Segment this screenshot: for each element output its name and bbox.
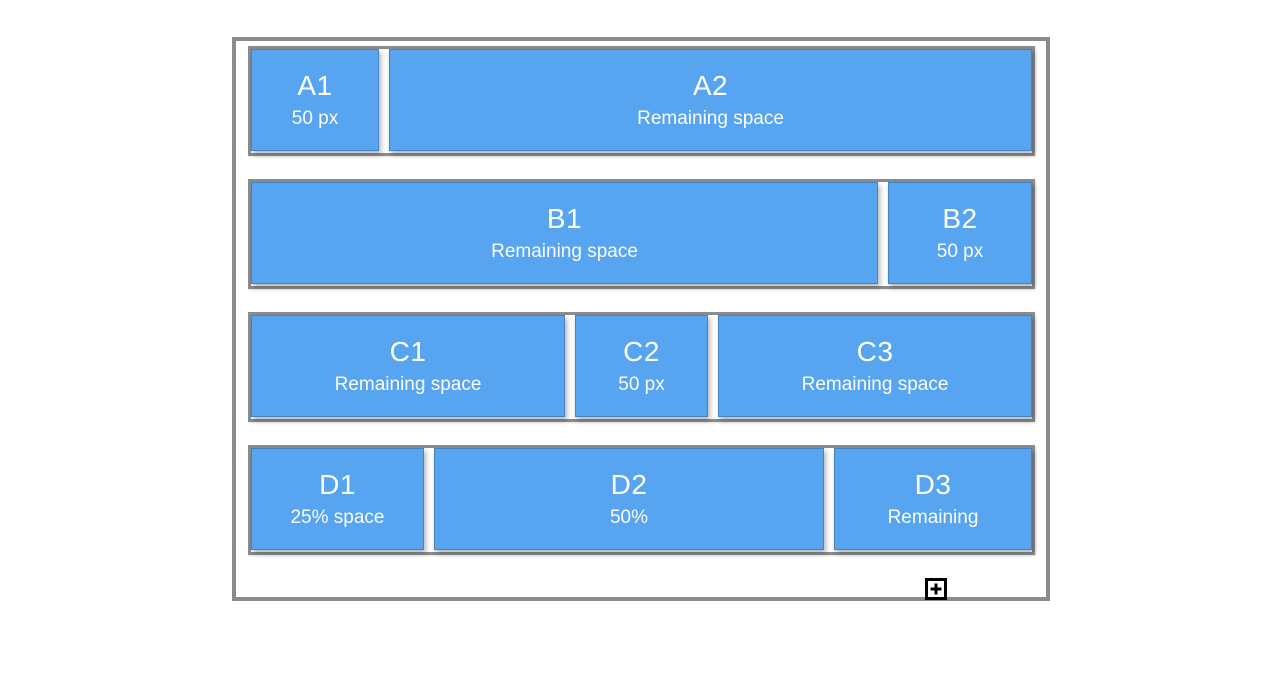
pane-d3: D3 Remaining [834, 448, 1032, 550]
pane-title: D3 [914, 468, 952, 500]
layout-demo-container: A1 50 px A2 Remaining space B1 Remaining… [232, 37, 1050, 601]
pane-subtitle: Remaining space [334, 373, 482, 395]
pane-title: C2 [623, 335, 660, 367]
pane-title: A1 [297, 69, 333, 101]
pane-title: B1 [546, 202, 583, 234]
pane-subtitle: 50 px [618, 373, 665, 395]
pane-b1: B1 Remaining space [251, 182, 878, 284]
pane-c1: C1 Remaining space [251, 315, 565, 417]
pane-c3: C3 Remaining space [718, 315, 1032, 417]
pane-title: A2 [692, 69, 729, 101]
pane-title: C1 [389, 335, 427, 367]
row-a: A1 50 px A2 Remaining space [248, 46, 1035, 156]
pane-subtitle: 50 px [936, 240, 984, 262]
pane-subtitle: Remaining [887, 506, 979, 528]
pane-subtitle: Remaining space [491, 240, 638, 262]
pane-subtitle: Remaining space [637, 107, 784, 129]
pane-title: C3 [856, 335, 894, 367]
pane-title: D1 [319, 468, 356, 500]
pane-d1: D1 25% space [251, 448, 424, 550]
pane-subtitle: 50 px [291, 107, 339, 129]
pane-subtitle: 50% [609, 506, 649, 528]
pane-b2: B2 50 px [888, 182, 1032, 284]
pane-c2: C2 50 px [575, 315, 708, 417]
row-b: B1 Remaining space B2 50 px [248, 179, 1035, 289]
row-c: C1 Remaining space C2 50 px C3 Remaining… [248, 312, 1035, 422]
pane-subtitle: Remaining space [801, 373, 949, 395]
pane-a2: A2 Remaining space [389, 49, 1032, 151]
pane-a1: A1 50 px [251, 49, 379, 151]
row-d: D1 25% space D2 50% D3 Remaining [248, 445, 1035, 555]
pane-title: B2 [942, 202, 978, 234]
pane-d2: D2 50% [434, 448, 824, 550]
plus-box-cursor-icon [925, 578, 947, 600]
pane-title: D2 [610, 468, 648, 500]
pane-subtitle: 25% space [290, 506, 385, 528]
